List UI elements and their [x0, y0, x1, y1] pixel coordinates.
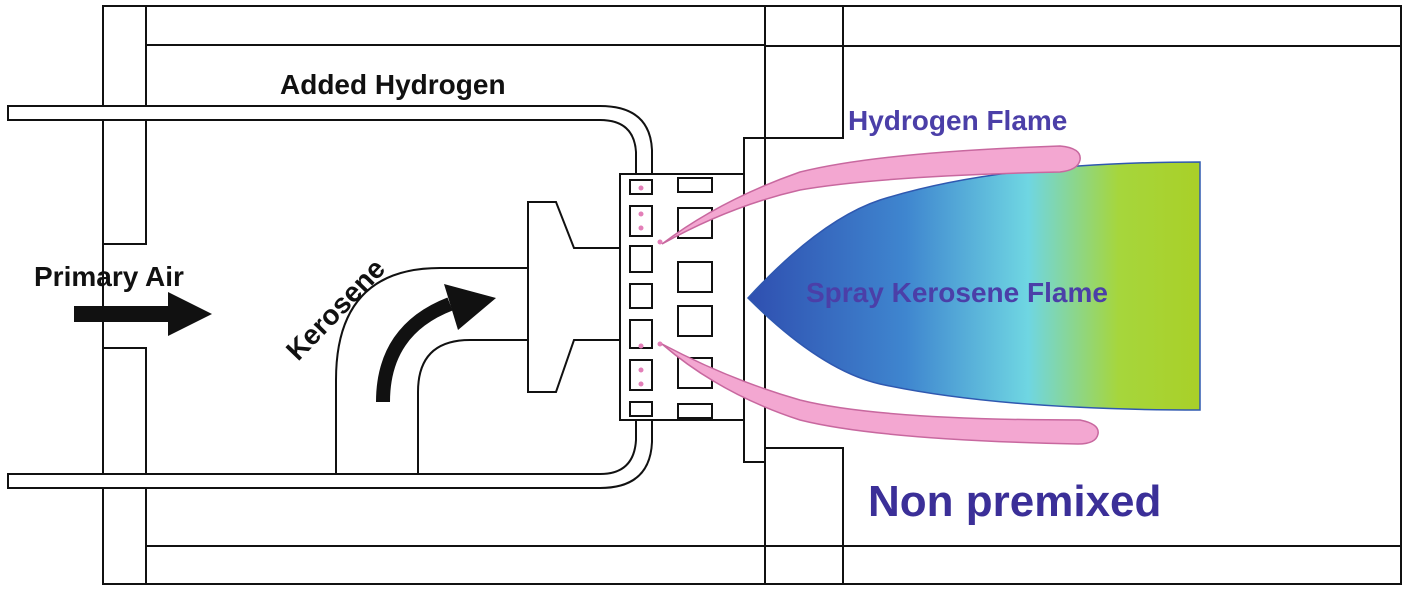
swirler-slot: [629, 283, 653, 309]
swirler-slot: [629, 359, 653, 391]
kerosene-pipe-outer: [335, 267, 528, 474]
spray-kerosene-flame: [746, 161, 1201, 411]
swirler-slot: [677, 177, 713, 193]
swirler-slot: [629, 245, 653, 273]
hydrogen-flame-label: Hydrogen Flame: [848, 105, 1067, 136]
swirler-slot: [677, 261, 713, 293]
inlet-post-bottom: [102, 347, 147, 585]
fuel-pipes: [7, 105, 653, 489]
hydrogen-pipe-lower: [7, 417, 653, 489]
exhaust-top-wall: [842, 5, 1402, 47]
swirler-slot: [677, 305, 713, 337]
swirler-slot: [629, 401, 653, 417]
swirler-slot: [629, 205, 653, 237]
primary-air-label: Primary Air: [34, 261, 184, 292]
non-premixed-label: Non premixed: [868, 477, 1161, 526]
spray-kerosene-flame-label: Spray Kerosene Flame: [806, 277, 1108, 308]
hydrogen-injection-points: [638, 185, 663, 387]
hydrogen-flame-lower: [661, 343, 1099, 445]
kerosene-pipe-inner: [417, 339, 528, 474]
primary-air-arrow-icon: [74, 292, 212, 336]
liner-top-wall: [145, 5, 766, 46]
kerosene-nozzle: [527, 201, 621, 393]
kerosene-flow-arrow-icon: [376, 284, 496, 403]
injector-body: [527, 137, 766, 463]
inlet-post-top: [102, 5, 147, 245]
exhaust-bottom-wall: [842, 545, 1402, 585]
hydrogen-pipe-upper: [7, 105, 653, 179]
added-hydrogen-label: Added Hydrogen: [280, 69, 506, 100]
combustor-housing: [102, 5, 1402, 585]
swirler-slot: [677, 403, 713, 419]
hydrogen-flame-upper: [661, 145, 1081, 245]
kerosene-label: Kerosene: [280, 253, 391, 366]
liner-bottom-wall: [145, 545, 766, 585]
exhaust-lower-step: [764, 447, 844, 547]
exhaust-upper-step: [764, 45, 844, 139]
